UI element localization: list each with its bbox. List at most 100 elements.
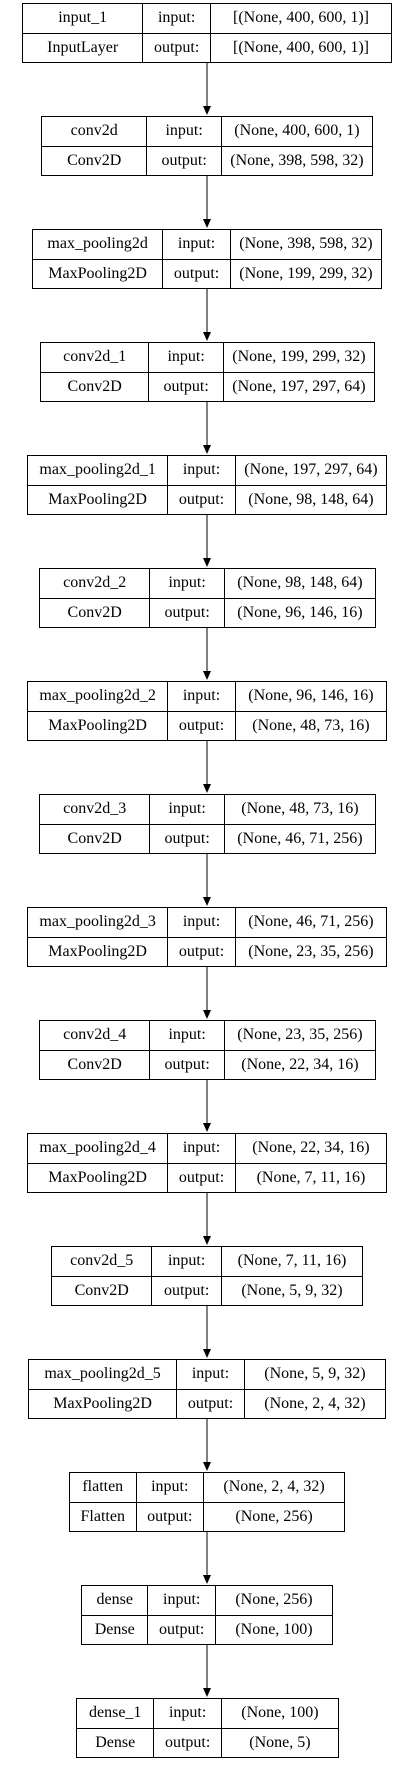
layer-name: max_pooling2d_4 — [39, 1139, 156, 1157]
input-label: input: — [167, 1252, 206, 1270]
output-shape: (None, 100) — [215, 1614, 332, 1645]
output-shape: (None, 7, 11, 16) — [235, 1162, 386, 1193]
input-label: input: — [182, 1139, 221, 1157]
input-shape-column: (None, 96, 146, 16)(None, 48, 73, 16) — [234, 682, 386, 740]
layer-type: Conv2D — [41, 371, 149, 402]
arrowhead-icon — [203, 784, 211, 793]
output-label: output: — [149, 371, 223, 402]
input-shape: (None, 2, 4, 32) — [223, 1478, 325, 1496]
output-shape: (None, 98, 148, 64) — [235, 484, 386, 515]
arrowhead-icon — [203, 671, 211, 680]
arrowhead-icon — [203, 897, 211, 906]
layer-name: max_pooling2d_2 — [39, 687, 156, 705]
input-shape-column: (None, 197, 297, 64)(None, 98, 148, 64) — [234, 456, 386, 515]
output-label: output: — [143, 32, 210, 63]
input-shape: (None, 98, 148, 64) — [237, 574, 363, 592]
output-label: output: — [168, 936, 235, 967]
arrowhead-icon — [203, 1688, 211, 1697]
arrowhead-icon — [203, 1123, 211, 1132]
output-shape: (None, 46, 71, 256) — [224, 823, 375, 854]
output-label: output: — [168, 1162, 235, 1193]
layer-type: MaxPooling2D — [28, 1162, 168, 1193]
input-label-column: input:output: — [149, 1021, 224, 1079]
output-label: output: — [168, 484, 235, 515]
input-shape-column: (None, 98, 148, 64)(None, 96, 146, 16) — [223, 569, 375, 627]
input-label-column: input:output: — [153, 1699, 221, 1758]
input-label: input: — [191, 1365, 230, 1383]
layer-type: Dense — [82, 1614, 148, 1645]
layer-type: MaxPooling2D — [28, 484, 168, 515]
input-label-column: input:output: — [147, 1586, 215, 1644]
input-shape-column: (None, 100)(None, 5) — [220, 1699, 338, 1758]
arrowhead-icon — [203, 1462, 211, 1471]
output-shape: [(None, 400, 600, 1)] — [210, 32, 391, 63]
layer-name: flatten — [82, 1478, 124, 1496]
input-label-column: input: output: — [135, 1473, 204, 1532]
layer-type: MaxPooling2D — [28, 936, 168, 967]
layer-name: conv2d — [70, 122, 118, 140]
input-label-column: input: output: — [167, 1134, 235, 1192]
input-label: input: — [151, 1478, 189, 1496]
input-label: input: — [177, 235, 216, 253]
input-shape: (None, 256) — [235, 1591, 313, 1609]
input-label-column: input:output: — [149, 795, 224, 853]
input-label-column: input:output: — [146, 117, 221, 175]
output-label: output: — [154, 1727, 221, 1758]
arrowhead-icon — [203, 445, 211, 454]
layer-type: Conv2D — [52, 1275, 152, 1306]
arrowhead-icon — [203, 1575, 211, 1584]
output-shape: (None, 197, 297, 64) — [223, 371, 374, 402]
layer-name: max_pooling2d_5 — [44, 1365, 161, 1383]
arrowhead-icon — [203, 1349, 211, 1358]
output-shape: (None, 199, 299, 32) — [230, 258, 381, 289]
input-shape: (None, 199, 299, 32) — [232, 348, 366, 366]
input-shape-column: (None, 398, 598, 32) (None, 199, 299, 32) — [229, 230, 381, 289]
input-shape: (None, 398, 598, 32) — [239, 235, 373, 253]
output-shape: (None, 5) — [221, 1727, 338, 1758]
output-label: output: — [150, 823, 224, 854]
layer-name: max_pooling2d_3 — [39, 913, 156, 931]
input-shape-column: (None, 48, 73, 16)(None, 46, 71, 256) — [223, 795, 375, 854]
input-shape: [(None, 400, 600, 1)] — [233, 9, 369, 27]
output-shape: (None, 23, 35, 256) — [235, 936, 386, 967]
layer-name: input_1 — [58, 9, 108, 27]
layer-type: MaxPooling2D — [33, 258, 163, 289]
output-label: output: — [150, 597, 224, 628]
input-label: input: — [182, 913, 221, 931]
layer-type: Conv2D — [40, 597, 150, 628]
output-label: output: — [163, 258, 230, 289]
output-label: output: — [136, 1501, 204, 1532]
layer-name: conv2d_4 — [63, 1026, 127, 1044]
layer-name: conv2d_5 — [70, 1252, 134, 1270]
input-shape: (None, 5, 9, 32) — [264, 1365, 366, 1383]
input-label: input: — [168, 574, 206, 592]
layer-type: Flatten — [70, 1501, 136, 1532]
input-label-column: input: output: — [162, 230, 230, 288]
input-shape: (None, 22, 34, 16) — [252, 1139, 370, 1157]
input-label: input: — [182, 687, 221, 705]
input-shape-column: (None, 7, 11, 16)(None, 5, 9, 32) — [220, 1247, 363, 1305]
input-shape-column: [(None, 400, 600, 1)] [(None, 400, 600, 1… — [209, 4, 391, 63]
